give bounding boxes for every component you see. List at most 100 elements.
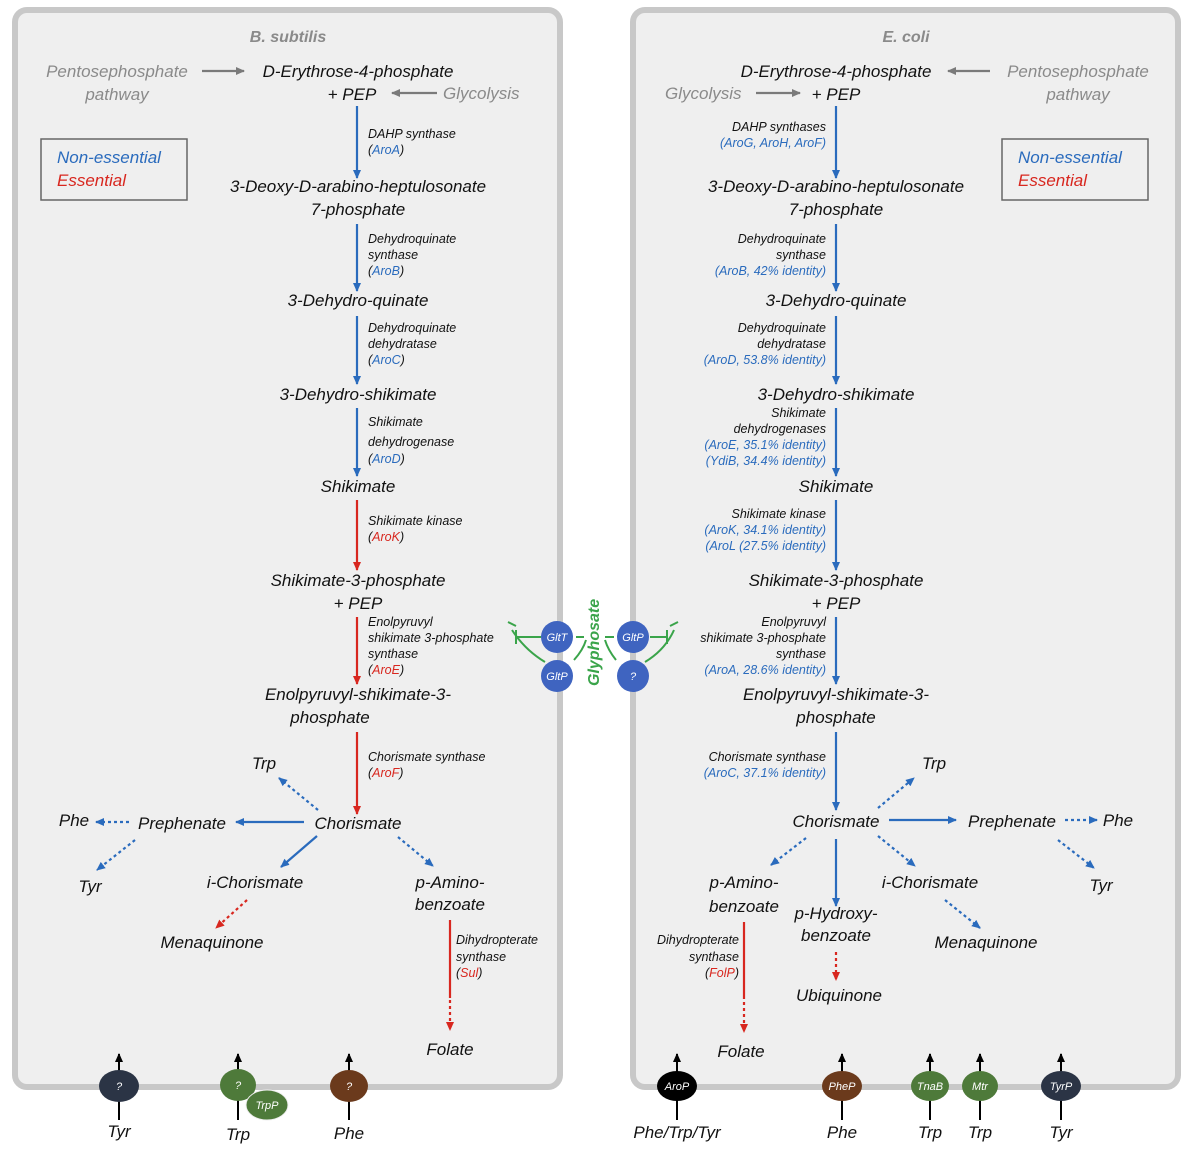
ecoli-dahp-1: 3-Deoxy-D-arabino-heptulosonate xyxy=(708,177,964,196)
bsub-e6-gene-wrap: (AroE) xyxy=(368,663,404,677)
ecoli-arrow-tyr xyxy=(1057,839,1095,869)
ecoli-e8-gene-wrap: (FolP) xyxy=(705,966,739,980)
ecoli-transporter-tyrp: TyrP Tyr xyxy=(1041,1053,1081,1142)
bsub-phe: Phe xyxy=(59,811,89,830)
bsub-pab-2: benzoate xyxy=(415,895,485,914)
bsub-pep: + PEP xyxy=(328,85,377,104)
ecoli-transporter-arop: AroP Phe/Trp/Tyr xyxy=(633,1053,722,1142)
bsub-dahp-2: 7-phosphate xyxy=(311,200,406,219)
ecoli-folate: Folate xyxy=(717,1042,764,1061)
bsub-transporter-trpp-label: TrpP xyxy=(255,1100,279,1112)
ecoli-e6-gene: (AroA, 28.6% identity) xyxy=(704,663,826,677)
ecoli-arrow-menaquinone xyxy=(944,899,981,929)
bsub-gltT xyxy=(541,621,573,653)
ecoli-e3-name-2: dehydratase xyxy=(757,337,826,351)
ecoli-transporter-mtr: Mtr Trp xyxy=(962,1053,998,1142)
bsub-e1-name: DAHP synthase xyxy=(368,127,456,141)
bsub-e8-gene: Sul xyxy=(460,966,479,980)
ecoli-tyr: Tyr xyxy=(1089,876,1114,895)
bsub-gltP-inhibit-bar xyxy=(507,621,517,627)
bsub-gltP-inhibit-curve xyxy=(511,629,546,663)
bsub-legend-nonessential: Non-essential xyxy=(57,148,162,167)
ecoli-title: E. coli xyxy=(882,29,930,46)
ecoli-e4-gene-2: (YdiB, 34.4% identity) xyxy=(706,454,826,468)
ecoli-e1-gene: (AroG, AroH, AroF) xyxy=(720,136,826,150)
bsub-legend-essential: Essential xyxy=(57,171,127,190)
ecoli-e2-name-1: Dehydroquinate xyxy=(738,232,826,246)
bsub-e6-gene: AroE xyxy=(371,663,400,677)
bsub-prephenate: Prephenate xyxy=(138,814,226,833)
ecoli-transporter-tnab: TnaB Trp xyxy=(911,1053,949,1142)
bsub-s3p: Shikimate-3-phosphate xyxy=(271,571,446,590)
bsub-epsp-1: Enolpyruvyl-shikimate-3- xyxy=(265,685,451,704)
bsub-e4-gene-wrap: (AroD) xyxy=(368,452,405,466)
ecoli-e4-gene-1: (AroE, 35.1% identity) xyxy=(704,438,826,452)
ecoli-e7-gene: (AroC, 37.1% identity) xyxy=(704,766,826,780)
bsub-e8-gene-wrap: (Sul) xyxy=(456,966,482,980)
ecoli-shikimate: Shikimate xyxy=(799,477,874,496)
ecoli-e6-name-2: shikimate 3-phosphate xyxy=(700,631,826,645)
bsub-ppp-line2: pathway xyxy=(84,85,150,104)
ecoli-transporter-tyrp-sub: Tyr xyxy=(1049,1123,1074,1142)
ecoli-pab-2: benzoate xyxy=(709,897,779,916)
bsub-transporter-trp-sub: Trp xyxy=(226,1125,250,1144)
ecoli-legend-box xyxy=(1001,138,1149,201)
ecoli-arrow-pab xyxy=(770,837,807,866)
ecoli-e3-gene: (AroD, 53.8% identity) xyxy=(704,353,826,367)
ecoli-ppp-line1: Pentosephosphate xyxy=(1007,62,1149,81)
ecoli-pab-1: p-Amino- xyxy=(709,873,779,892)
bsub-transporter-tyr: ? Tyr xyxy=(99,1053,139,1141)
ecoli-e4p: D-Erythrose-4-phosphate xyxy=(741,62,932,81)
ecoli-e5-gene-1: (AroK, 34.1% identity) xyxy=(704,523,826,537)
ecoli-unknown-inhibit-curve xyxy=(644,629,675,663)
ecoli-s3p-pep: + PEP xyxy=(812,594,861,613)
ecoli-e1-name: DAHP synthases xyxy=(732,120,826,134)
ecoli-gltP-label: GltP xyxy=(622,632,644,644)
bsub-e6-name-3: synthase xyxy=(368,647,418,661)
ecoli-e6-name-1: Enolpyruvyl xyxy=(761,615,827,629)
bsub-pab-1: p-Amino- xyxy=(415,873,485,892)
ecoli-transporter-phep-sub: Phe xyxy=(827,1123,857,1142)
ecoli-e8-name-1: Dihydropterate xyxy=(657,933,739,947)
ecoli-e3-name-1: Dehydroquinate xyxy=(738,321,826,335)
bsub-dhq: 3-Dehydro-quinate xyxy=(288,291,429,310)
ecoli-prephenate: Prephenate xyxy=(968,812,1056,831)
bsub-gltP xyxy=(541,660,573,692)
bsub-e3-gene-wrap: (AroC) xyxy=(368,353,405,367)
ecoli-transporter-phep-label: PheP xyxy=(829,1081,857,1093)
glyph-curve-right xyxy=(604,639,617,661)
ecoli-ichorismate: i-Chorismate xyxy=(882,873,978,892)
bsub-e1-gene-wrap: (AroA) xyxy=(368,143,404,157)
bsub-e7-gene: AroF xyxy=(371,766,400,780)
ecoli-pep: + PEP xyxy=(812,85,861,104)
ecoli-e8-gene: FolP xyxy=(709,966,735,980)
bsub-e5-name: Shikimate kinase xyxy=(368,514,463,528)
bsub-e1-gene: AroA xyxy=(371,143,400,157)
bsub-legend-box xyxy=(40,138,188,201)
bsub-arrow-trp xyxy=(278,777,319,811)
ecoli-unknown-transporter-label: ? xyxy=(630,671,637,683)
bsub-arrow-menaquinone xyxy=(215,899,248,929)
ecoli-epsp-2: phosphate xyxy=(795,708,875,727)
bsub-e2-gene-wrap: (AroB) xyxy=(368,264,404,278)
ecoli-chorismate: Chorismate xyxy=(793,812,880,831)
ecoli-e2-name-2: synthase xyxy=(776,248,826,262)
glyph-curve-left xyxy=(573,639,587,661)
bsub-arrow-ichor xyxy=(280,835,318,868)
ecoli-e4-name-1: Shikimate xyxy=(771,406,826,420)
ecoli-transporter-arop-label: AroP xyxy=(664,1081,690,1093)
ecoli-panel xyxy=(630,7,1181,1090)
bsub-dahp-1: 3-Deoxy-D-arabino-heptulosonate xyxy=(230,177,486,196)
ecoli-dhs: 3-Dehydro-shikimate xyxy=(758,385,915,404)
ecoli-e7-name: Chorismate synthase xyxy=(709,750,826,764)
bsub-e5-gene: AroK xyxy=(371,530,400,544)
bsub-transporter-trp: ? TrpP Trp xyxy=(220,1053,289,1144)
glyphosate-inhibition: GltT GltP Glyphosate GltP ? xyxy=(507,599,679,692)
bsub-shikimate: Shikimate xyxy=(321,477,396,496)
ecoli-menaquinone: Menaquinone xyxy=(934,933,1037,952)
ecoli-e2-gene: (AroB, 42% identity) xyxy=(715,264,826,278)
bsub-e6-name-2: shikimate 3-phosphate xyxy=(368,631,494,645)
ecoli-phb-2: benzoate xyxy=(801,926,871,945)
bsub-folate: Folate xyxy=(426,1040,473,1059)
